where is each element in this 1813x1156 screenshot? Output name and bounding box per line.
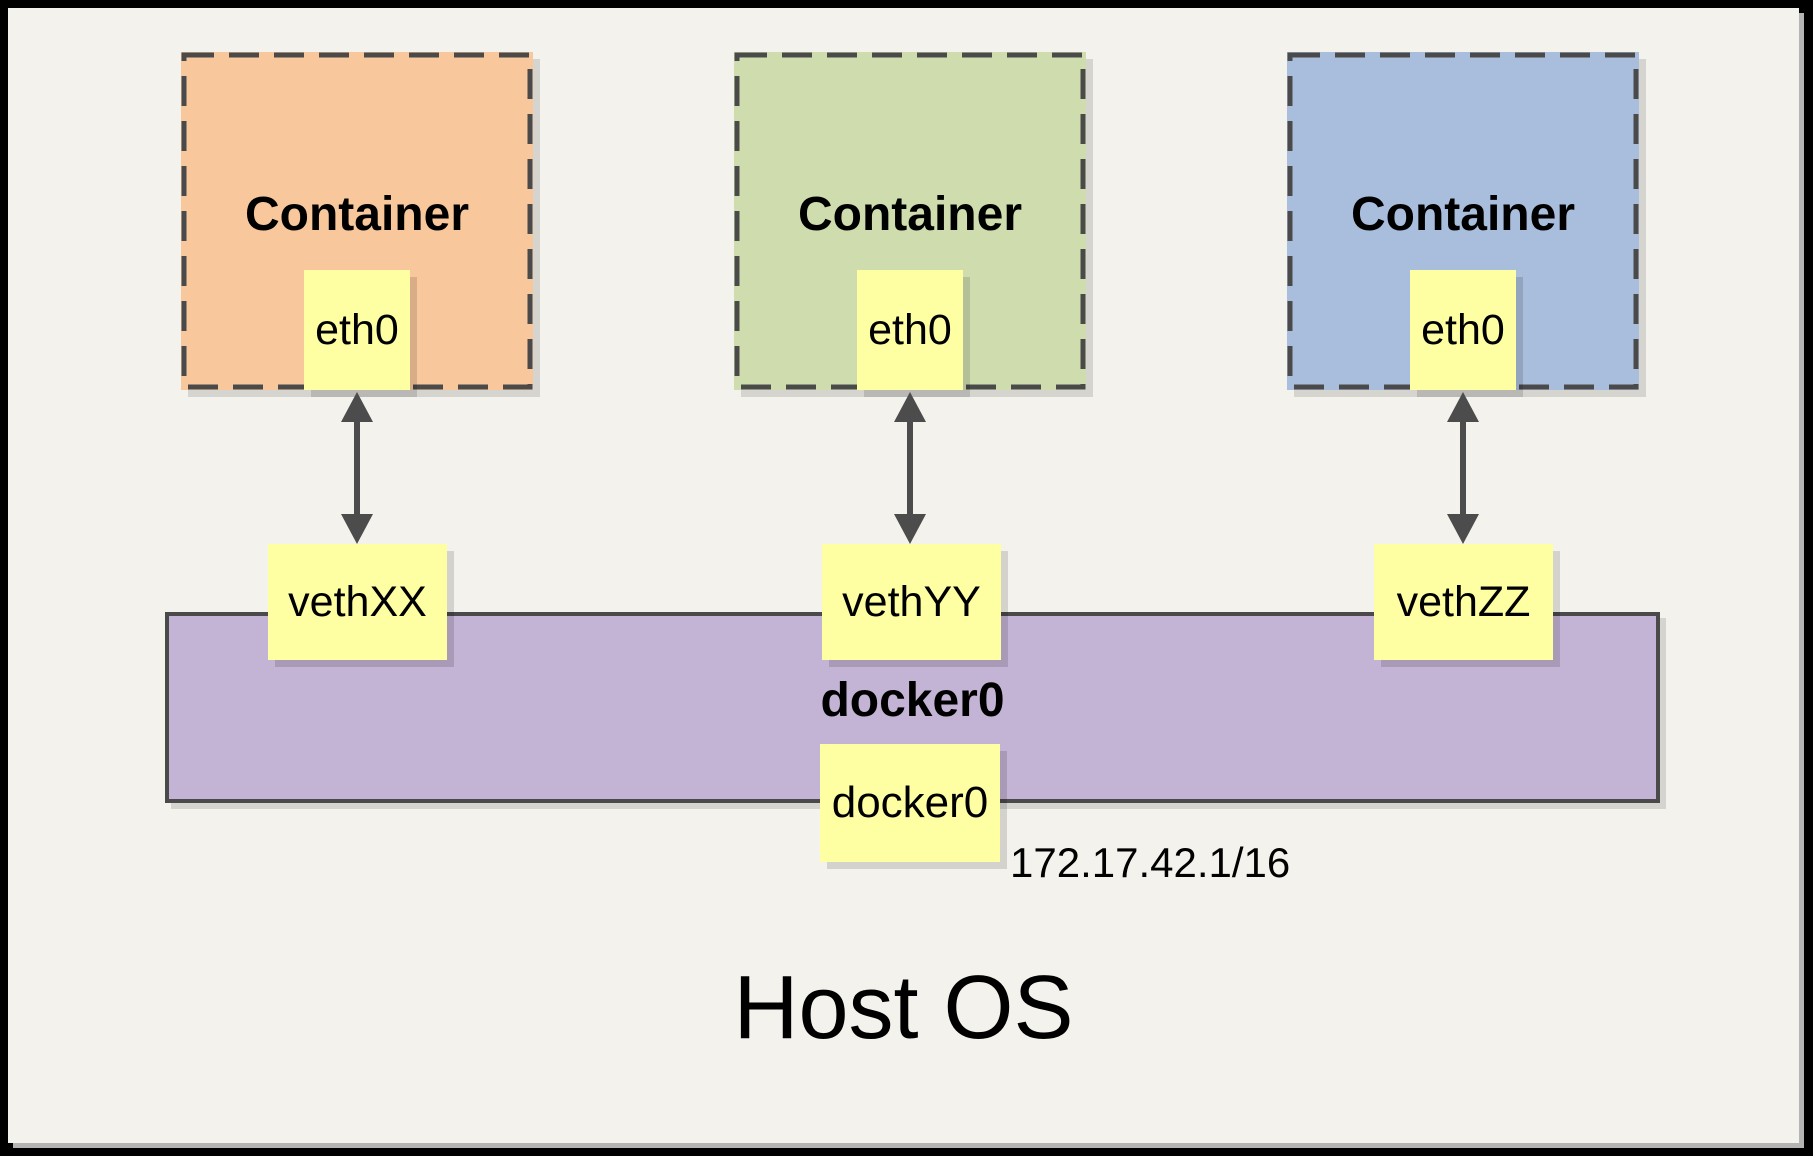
vethYY-label: vethYY	[842, 577, 981, 626]
container-dashed-border	[1287, 52, 1639, 390]
eth0-label: eth0	[315, 305, 399, 354]
vethXX-node: vethXX	[268, 544, 447, 660]
eth0-node-2: eth0	[857, 270, 963, 390]
host-os-label: Host OS	[733, 958, 1074, 1058]
vethZZ-label: vethZZ	[1396, 577, 1531, 626]
eth0-node-3: eth0	[1410, 270, 1516, 390]
bridge-label: docker0	[820, 674, 1005, 727]
dashed-border-rect	[1287, 52, 1639, 390]
connection-arrow-2	[894, 392, 926, 544]
container-dashed-border	[734, 52, 1086, 390]
arrowhead-down-icon	[1447, 514, 1479, 544]
container-label: Container	[797, 188, 1022, 241]
eth0-label: eth0	[868, 305, 952, 354]
arrowhead-down-icon	[894, 514, 926, 544]
dashed-border-rect	[181, 52, 533, 390]
connection-arrow-3	[1447, 392, 1479, 544]
connection-arrow-1	[341, 392, 373, 544]
vethZZ-node: vethZZ	[1374, 544, 1553, 660]
container-box-3: Container eth0	[1287, 52, 1639, 390]
arrowhead-up-icon	[1447, 392, 1479, 422]
eth0-label: eth0	[1421, 305, 1505, 354]
bridge-ip-label: 172.17.42.1/16	[1010, 839, 1291, 886]
arrowhead-down-icon	[341, 514, 373, 544]
docker0-node-label: docker0	[831, 778, 989, 827]
vethYY-node: vethYY	[822, 544, 1001, 660]
arrowhead-up-icon	[341, 392, 373, 422]
eth0-node-1: eth0	[304, 270, 410, 390]
container-box-1: Container eth0	[181, 52, 533, 390]
host-os-panel: Container eth0 Container eth0 Container …	[8, 8, 1799, 1143]
container-box-2: Container eth0	[734, 52, 1086, 390]
container-dashed-border	[181, 52, 533, 390]
container-label: Container	[244, 188, 469, 241]
docker0-node: docker0	[820, 744, 1000, 862]
vethXX-label: vethXX	[288, 577, 427, 626]
arrowhead-up-icon	[894, 392, 926, 422]
dashed-border-rect	[734, 52, 1086, 390]
container-label: Container	[1350, 188, 1575, 241]
